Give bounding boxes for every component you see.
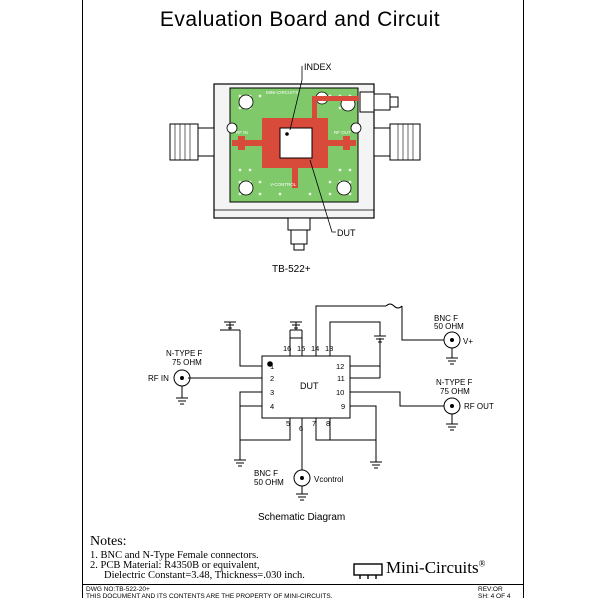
silk-rf-in: RF IN [236,130,248,135]
rf-in-connector-impedance: 75 OHM [172,358,202,367]
pin-label: 14 [311,344,319,353]
schematic-caption: Schematic Diagram [258,512,345,523]
ground-symbol-icons [176,321,458,501]
pin-label: 5 [286,419,290,428]
vplus-connector-type: BNC F [434,314,458,323]
pin-label: 2 [270,374,274,383]
sheet-number: SH: 4 OF 4 [478,593,511,600]
brand-wordmark: Mini-Circuits [386,558,479,577]
pin-label: 1 [270,362,274,371]
schematic-dut-body [261,355,351,419]
pin-label: 16 [283,344,291,353]
rf-out-connector-type: N-TYPE F [436,378,473,387]
pin-label: 3 [270,388,274,397]
pin-label: 11 [337,374,345,383]
rf-in-connector-type: N-TYPE F [166,349,203,358]
page-title: Evaluation Board and Circuit [159,8,441,31]
vplus-connector-impedance: 50 OHM [434,322,464,331]
drawing-number: DWG NO:TB-522-20+ [86,586,150,593]
n-connector-left-icon [169,123,215,161]
index-leader-line [289,66,303,131]
vcontrol-connector-type: BNC F [254,469,278,478]
bnc-connector-bottom-icon [287,217,311,251]
footer-rule [82,584,524,585]
note-item: Dielectric Constant=3.48, Thickness=.030… [104,570,305,581]
brand-name: Mini-Circuits® [386,558,485,578]
index-callout: INDEX [304,62,332,72]
schematic-pin1-dot-icon [267,361,273,367]
pin-label: 9 [341,402,345,411]
pin-label: 12 [336,362,344,371]
rf-out-label: RF OUT [464,402,494,411]
drawing-sheet-border [82,0,524,598]
silk-vcontrol: V-CONTROL [270,182,297,187]
pcb-traces [232,96,359,188]
board-model-label: TB-522+ [272,264,311,275]
registered-mark: ® [478,558,486,569]
silk-mini-circuits: MINI-CIRCUITS [266,90,298,95]
board-pin1-dot-icon [285,132,289,136]
pin-label: 6 [299,424,303,433]
rf-out-connector-impedance: 75 OHM [440,387,470,396]
pin-label: 10 [336,388,344,397]
rf-in-label: RF IN [148,374,169,383]
pin-label: 13 [325,344,333,353]
pin-label: 8 [326,419,330,428]
dut-leader-line [309,159,336,233]
mounting-hole-icons [226,91,362,196]
coax-connector-icons [173,331,461,494]
board-dut-chip [279,127,313,159]
schematic-dut-label: DUT [300,381,319,391]
mini-circuits-logo-icon [353,563,383,579]
bnc-connector-top-icon [359,91,399,113]
pin-label: 15 [297,344,305,353]
pin-label: 7 [312,419,316,428]
vcontrol-connector-impedance: 50 OHM [254,478,284,487]
pcb-via-grid [238,94,352,196]
notes-heading: Notes: [90,534,127,549]
note-item: 1. BNC and N-Type Female connectors. [90,550,259,561]
vplus-label: V+ [463,337,473,346]
silk-rf-out: RF OUT [334,130,351,135]
revision: REV:OR [478,586,503,593]
vcontrol-label: Vcontrol [314,475,344,484]
pin-label: 4 [270,402,274,411]
n-connector-right-icon [373,123,421,161]
note-item: 2. PCB Material: R4350B or equivalent, [90,560,260,571]
property-notice: THIS DOCUMENT AND ITS CONTENTS ARE THE P… [86,593,333,600]
dut-callout: DUT [337,228,356,238]
